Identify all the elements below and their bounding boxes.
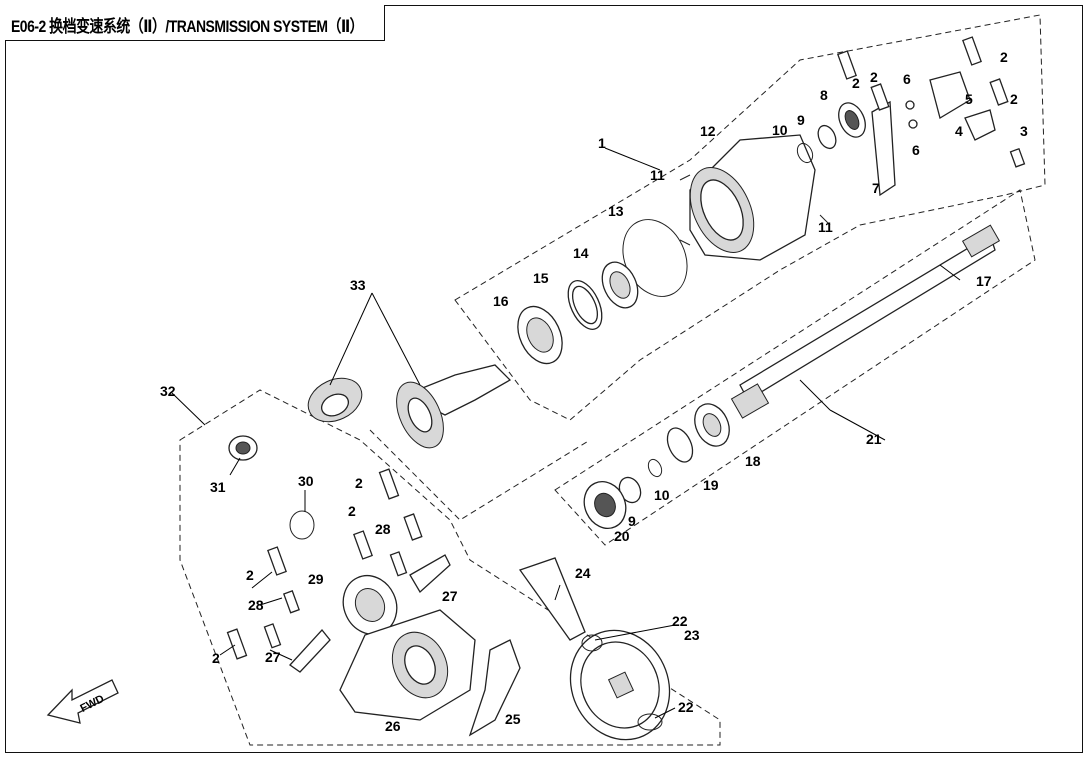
callout-30: 30	[298, 473, 314, 489]
callout-17: 17	[976, 273, 992, 289]
pinion-gear-set	[307, 364, 512, 449]
callout-2: 2	[212, 650, 220, 666]
callout-23: 23	[684, 627, 700, 643]
callout-13: 13	[608, 203, 624, 219]
title-block: E06-2 换档变速系统（Ⅱ）/TRANSMISSION SYSTEM（Ⅱ）	[5, 5, 385, 41]
callout-8: 8	[820, 87, 828, 103]
group-1-boundary	[454, 14, 1046, 421]
callout-31: 31	[210, 479, 226, 495]
callout-7: 7	[872, 180, 880, 196]
callout-10: 10	[772, 122, 788, 138]
callout-9: 9	[797, 112, 805, 128]
callout-11: 11	[818, 219, 833, 235]
group-32-boundary	[179, 389, 721, 746]
callout-2: 2	[852, 75, 860, 91]
fwd-arrow-icon: FWD	[46, 679, 119, 724]
callout-29: 29	[308, 571, 324, 587]
callout-26: 26	[385, 718, 401, 734]
callout-22: 22	[678, 699, 694, 715]
page-title: E06-2 换档变速系统（Ⅱ）/TRANSMISSION SYSTEM（Ⅱ）	[11, 17, 364, 36]
callout-33: 33	[350, 277, 366, 293]
callout-28: 28	[375, 521, 391, 537]
callout-22: 22	[672, 613, 688, 629]
callout-27: 27	[442, 588, 458, 604]
callout-16: 16	[493, 293, 509, 309]
callout-2: 2	[246, 567, 254, 583]
group-21-boundary	[554, 189, 1036, 546]
callout-5: 5	[965, 91, 973, 107]
callout-2: 2	[355, 475, 363, 491]
callout-20: 20	[614, 528, 630, 544]
callout-19: 19	[703, 477, 719, 493]
drawing-frame	[5, 5, 1083, 753]
callout-4: 4	[955, 123, 963, 139]
callout-2: 2	[1010, 91, 1018, 107]
callout-6: 6	[912, 142, 920, 158]
callout-2: 2	[870, 69, 878, 85]
callout-28: 28	[248, 597, 264, 613]
leader-lines	[171, 147, 961, 719]
callout-11: 11	[650, 167, 665, 183]
callout-25: 25	[505, 711, 521, 727]
callout-24: 24	[575, 565, 591, 581]
housing-assembly	[517, 36, 1026, 365]
callout-3: 3	[1020, 123, 1028, 139]
callout-15: 15	[533, 270, 549, 286]
callout-14: 14	[573, 245, 589, 261]
callout-6: 6	[903, 71, 911, 87]
group-link-line	[369, 429, 591, 521]
callout-labels: 1 2 2 2 2 2 2 2 2 3 4 5 6 6 7 8 9 9 10 1…	[160, 49, 1028, 734]
callout-12: 12	[700, 123, 716, 139]
callout-2: 2	[348, 503, 356, 519]
callout-21: 21	[866, 431, 882, 447]
callout-10: 10	[654, 487, 670, 503]
output-shaft	[583, 224, 1001, 529]
callout-18: 18	[745, 453, 761, 469]
callout-1: 1	[598, 135, 606, 151]
callout-27: 27	[265, 649, 281, 665]
callout-9: 9	[628, 513, 636, 529]
callout-2: 2	[1000, 49, 1008, 65]
callout-32: 32	[160, 383, 176, 399]
lower-case-assembly	[226, 435, 671, 741]
